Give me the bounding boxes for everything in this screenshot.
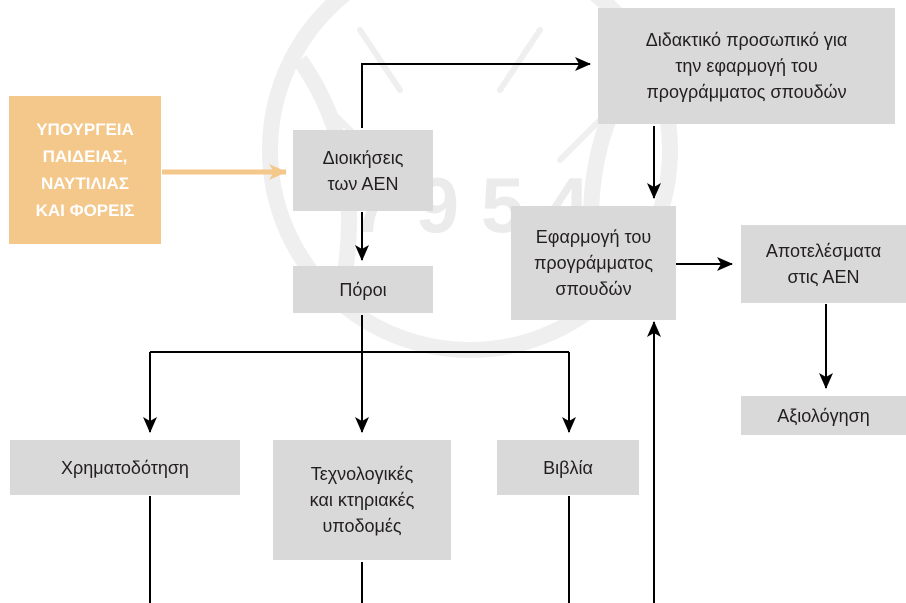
node-outcomes: Αποτελέσματα στις ΑΕΝ [741,225,906,303]
arrow-administrations-to-teaching-staff [361,57,591,128]
node-ministries: ΥΠΟΥΡΓΕΙΑ ΠΑΙΔΕΙΑΣ, ΝΑΥΤΙΛΙΑΣ ΚΑΙ ΦΟΡΕΙΣ [9,96,161,244]
node-infrastructure: Τεχνολογικές και κτηριακές υποδομές [273,440,451,560]
node-funding: Χρηματοδότηση [10,440,240,495]
node-books: Βιβλία [497,440,639,495]
node-resources: Πόροι [293,266,433,313]
node-administrations: Διοικήσεις των ΑΕΝ [293,130,433,211]
node-teaching-staff: Διδακτικό προσωπικό για την εφαρμογή του… [598,8,895,124]
node-evaluation: Αξιολόγηση [741,396,906,435]
node-implementation: Εφαρμογή του προγράμματος σπουδών [511,206,676,320]
